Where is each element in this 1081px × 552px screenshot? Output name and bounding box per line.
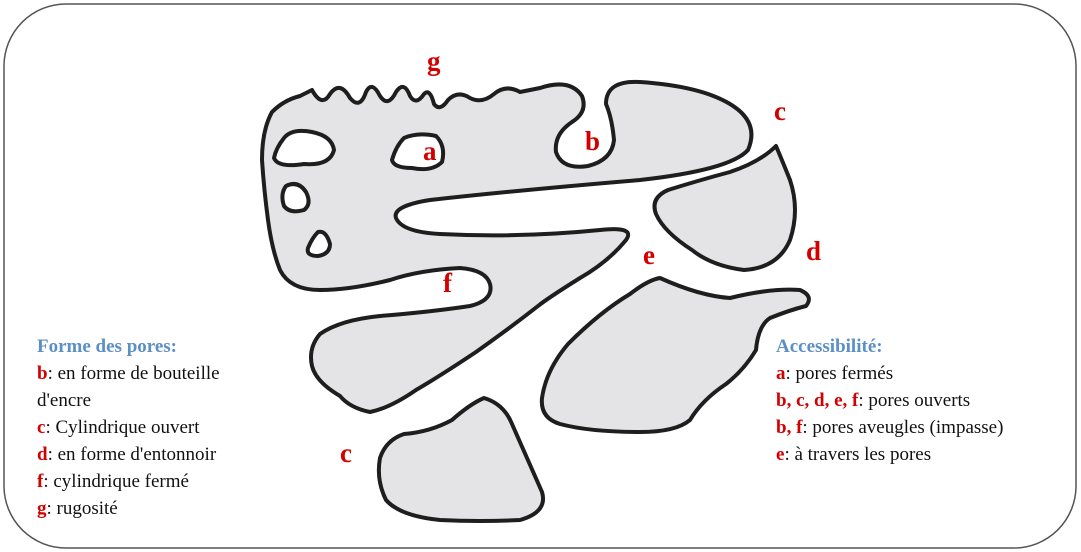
access-legend: Accessibilité: a: pores fermés b, c, d, …: [776, 333, 1003, 468]
access-legend-heading: Accessibilité:: [776, 333, 1003, 360]
label-f: f: [443, 270, 452, 297]
label-g: g: [427, 48, 441, 75]
label-c-bottom: c: [340, 440, 352, 467]
legend-item: g: rugosité: [37, 495, 220, 522]
legend-item: a: pores fermés: [776, 360, 1003, 387]
label-e: e: [643, 242, 655, 269]
legend-item: b, f: pores aveugles (impasse): [776, 414, 1003, 441]
legend-item: f: cylindrique fermé: [37, 468, 220, 495]
closed-pore-2: [282, 184, 308, 211]
label-d: d: [806, 238, 821, 265]
legend-item: d: en forme d'entonnoir: [37, 441, 220, 468]
legend-item: c: Cylindrique ouvert: [37, 414, 220, 441]
shape-legend: Forme des pores: b: en forme de bouteill…: [37, 333, 220, 522]
legend-item: d'encre: [37, 387, 220, 414]
legend-item: b: en forme de bouteille: [37, 360, 220, 387]
legend-item: e: à travers les pores: [776, 441, 1003, 468]
legend-item: b, c, d, e, f: pores ouverts: [776, 387, 1003, 414]
label-b: b: [585, 128, 600, 155]
label-c-top: c: [774, 98, 786, 125]
label-a: a: [423, 138, 437, 165]
shape-legend-heading: Forme des pores:: [37, 333, 220, 360]
